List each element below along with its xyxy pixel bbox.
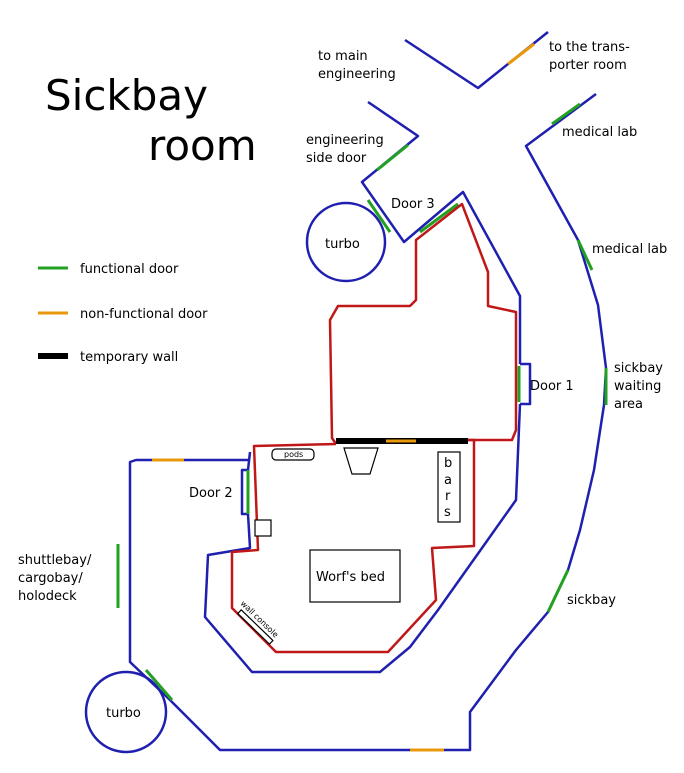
label-engineering-side-door-1: engineering [306,133,384,148]
pods-box [271,448,315,461]
bars-box [437,451,461,523]
engineering-side-door[interactable] [376,143,409,172]
label-door-3: Door 3 [391,197,435,212]
bars-letter-2: a [444,473,452,488]
label-shuttlebay-2: cargobay/ [18,571,83,586]
legend-temporary-label: temporary wall [80,350,178,365]
label-transporter-1: to the trans- [549,40,630,55]
label-transporter-2: porter room [549,58,627,73]
corridor-to-transporter [404,31,549,90]
bars-letter-4: s [444,505,451,520]
label-medical-lab-2: medical lab [592,242,667,257]
medical-lab-door-2[interactable] [576,239,594,271]
room-north-wall [328,202,518,445]
bars-letter-1: b [444,456,452,471]
label-sickbay-waiting-2: waiting [614,379,661,394]
label-turbo-bottom: turbo [106,706,141,721]
corridor-walls [84,31,608,754]
label-sickbay-waiting-3: area [614,397,643,412]
worfs-bed [309,549,401,603]
legend: functional door non-functional door temp… [38,262,208,365]
functional-doors [116,102,608,701]
medical-lab-door-1[interactable] [551,102,581,126]
title-line-2: room [148,121,257,170]
label-sickbay: sickbay [567,593,616,608]
turbo-bottom-circle [84,670,168,754]
label-main-engineering-2: engineering [318,67,396,82]
corridor-inner-south [203,403,522,674]
label-turbo-top: turbo [325,237,360,252]
wall-console-box [236,609,274,645]
turbo-top-circle [305,201,387,283]
door-3[interactable] [419,202,459,234]
turbo-bottom-door[interactable] [144,669,174,701]
turbo-top-door[interactable] [366,199,392,233]
label-medical-lab-1: medical lab [562,125,637,140]
label-sickbay-waiting-1: sickbay [614,361,663,376]
nonfunctional-doors [152,42,535,752]
worfs-bed-label: Worf's bed [316,570,385,585]
label-shuttlebay-1: shuttlebay/ [18,553,92,568]
corridor-inner-east [360,100,522,364]
legend-functional-label: functional door [80,262,179,277]
corridor-door1-niche [520,362,532,406]
label-door-1: Door 1 [530,379,574,394]
sickbay-door[interactable] [546,569,570,613]
bars-letter-3: r [445,489,451,504]
small-square [254,519,272,537]
label-main-engineering-1: to main [318,49,368,64]
label-engineering-side-door-2: side door [306,151,367,166]
equipment-trapezoid [343,447,379,475]
title-line-1: Sickbay [45,71,208,120]
legend-nonfunctional-label: non-functional door [80,307,208,322]
label-shuttlebay-3: holodeck [18,589,77,604]
label-door-2: Door 2 [189,486,233,501]
transporter-door [507,42,535,66]
pods-label: pods [284,450,303,459]
